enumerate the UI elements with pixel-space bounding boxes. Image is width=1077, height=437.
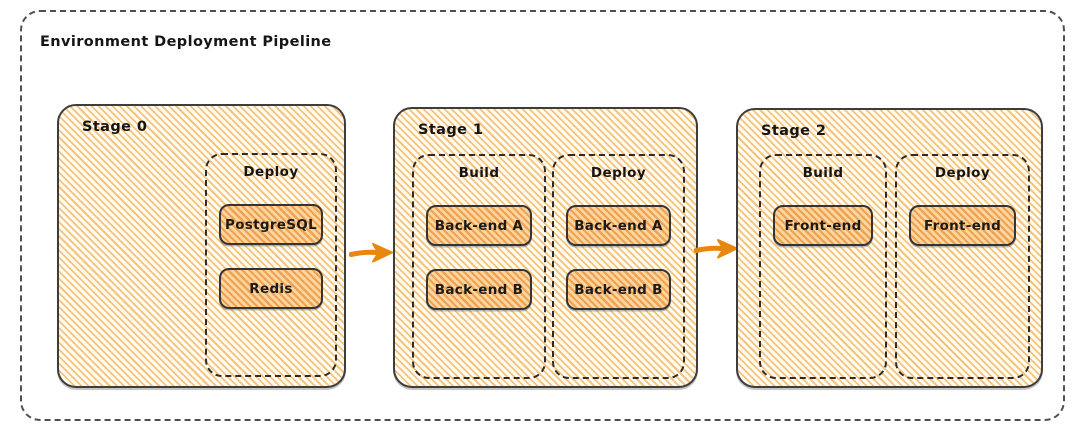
- node-backend-a-build: Back-end A: [426, 205, 532, 246]
- stage-2-build-group: Build Front-end: [759, 154, 887, 379]
- arrow-right-icon: [349, 243, 393, 263]
- node-frontend-deploy: Front-end: [909, 205, 1016, 246]
- stage-0-deploy-label: Deploy: [243, 164, 299, 180]
- stage-1-build-group: Build Back-end A Back-end B: [412, 154, 546, 379]
- stage-1-container: Stage 1 Build Back-end A Back-end B Depl…: [393, 107, 698, 388]
- node-backend-b-deploy: Back-end B: [566, 269, 671, 310]
- node-redis: Redis: [219, 268, 323, 309]
- stage-2-label: Stage 2: [761, 123, 827, 139]
- stage-2-deploy-label: Deploy: [934, 165, 991, 181]
- stage-1-deploy-group: Deploy Back-end A Back-end B: [552, 154, 685, 379]
- stage-0-label: Stage 0: [82, 119, 148, 135]
- diagram-title: Environment Deployment Pipeline: [40, 34, 332, 50]
- stage-1-build-label: Build: [458, 165, 500, 181]
- stage-1-build-nodes: Back-end A Back-end B: [414, 205, 544, 310]
- stage-1-deploy-label: Deploy: [590, 165, 647, 181]
- node-postgresql: PostgreSQL: [219, 204, 323, 245]
- stage-0-deploy-nodes: PostgreSQL Redis: [207, 204, 335, 309]
- stage-2-build-label: Build: [802, 165, 844, 181]
- stage-1-label: Stage 1: [418, 122, 484, 138]
- stage-2-deploy-nodes: Front-end: [897, 205, 1028, 246]
- node-backend-b-build: Back-end B: [426, 269, 532, 310]
- stage-0-deploy-group: Deploy PostgreSQL Redis: [205, 153, 337, 377]
- stage-2-build-nodes: Front-end: [761, 205, 885, 246]
- stage-2-deploy-group: Deploy Front-end: [895, 154, 1030, 379]
- stage-0-container: Stage 0 Deploy PostgreSQL Redis: [57, 104, 346, 388]
- stage-2-container: Stage 2 Build Front-end Deploy Front-end: [736, 108, 1043, 388]
- node-backend-a-deploy: Back-end A: [566, 205, 671, 246]
- stage-1-deploy-nodes: Back-end A Back-end B: [554, 205, 683, 310]
- node-frontend-build: Front-end: [773, 205, 873, 246]
- pipeline-boundary: [20, 10, 1065, 421]
- arrow-right-icon: [694, 239, 738, 259]
